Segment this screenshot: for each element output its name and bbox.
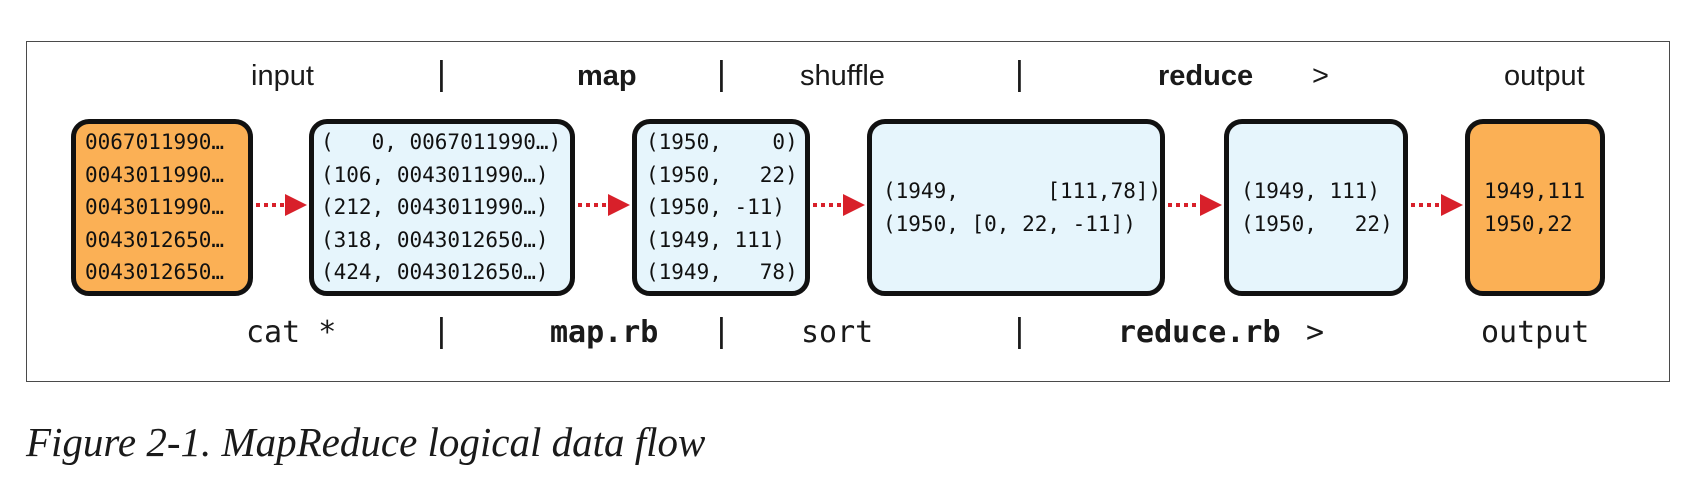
map-output-pair: (1949, 111): [646, 227, 786, 252]
map-input-pair: (106, 0043011990…): [321, 162, 549, 187]
input-record: 0043012650…: [85, 227, 225, 252]
pipe-separator: |: [717, 55, 726, 93]
reduce-pair: (1949, 111): [1241, 179, 1381, 203]
flow-arrow-icon: [256, 194, 307, 216]
map-output-pair: (1950, -11): [646, 195, 786, 220]
pipe-separator: |: [1015, 55, 1024, 93]
flow-arrow-icon: [1411, 194, 1463, 216]
pipe-separator: |: [717, 312, 726, 350]
map-output-box: (1950, 0) (1950, 22) (1950, -11) (1949, …: [632, 119, 810, 296]
map-input-box: ( 0, 0067011990…) (106, 0043011990…) (21…: [309, 119, 575, 296]
map-input-pair: ( 0, 0067011990…): [321, 130, 562, 155]
map-output-pair: (1950, 0): [646, 130, 798, 155]
redirect-symbol: >: [1312, 60, 1329, 92]
map-input-pair: (212, 0043011990…): [321, 195, 549, 220]
shuffle-group: (1949, [111,78]): [883, 179, 1162, 203]
flow-arrow-icon: [1168, 194, 1222, 216]
command-map: map.rb: [550, 315, 659, 350]
map-input-pair: (424, 0043012650…): [321, 260, 549, 285]
input-record: 0067011990…: [85, 130, 225, 155]
command-output: output: [1481, 315, 1590, 350]
flow-arrow-icon: [578, 194, 630, 216]
pipe-separator: |: [1015, 312, 1024, 350]
pipe-separator: |: [437, 312, 446, 350]
map-input-pair: (318, 0043012650…): [321, 227, 549, 252]
label-input: input: [251, 60, 314, 92]
input-record: 0043011990…: [85, 162, 225, 187]
reduce-pair: (1950, 22): [1241, 211, 1393, 236]
figure-caption: Figure 2-1. MapReduce logical data flow: [26, 419, 706, 465]
output-record: 1950,22: [1484, 211, 1573, 236]
shuffle-box: (1949, [111,78]) (1950, [0, 22, -11]): [867, 119, 1165, 296]
output-box: 1949,111 1950,22: [1465, 119, 1605, 296]
shuffle-group: (1950, [0, 22, -11]): [883, 211, 1136, 236]
input-record: 0043012650…: [85, 260, 225, 285]
label-reduce: reduce: [1158, 60, 1254, 92]
pipe-separator: |: [437, 55, 446, 93]
redirect-symbol: >: [1306, 315, 1325, 350]
output-record: 1949,111: [1484, 179, 1586, 203]
label-map: map: [577, 60, 637, 92]
label-shuffle: shuffle: [800, 60, 885, 92]
command-shuffle: sort: [801, 315, 874, 350]
command-input: cat *: [246, 315, 337, 350]
flow-arrow-icon: [813, 194, 865, 216]
map-output-pair: (1949, 78): [646, 260, 798, 285]
input-records-box: 0067011990… 0043011990… 0043011990… 0043…: [71, 119, 253, 296]
label-output: output: [1504, 60, 1585, 92]
command-reduce: reduce.rb: [1118, 315, 1281, 350]
input-record: 0043011990…: [85, 195, 225, 220]
map-output-pair: (1950, 22): [646, 162, 798, 187]
reduce-box: (1949, 111) (1950, 22): [1224, 119, 1408, 296]
